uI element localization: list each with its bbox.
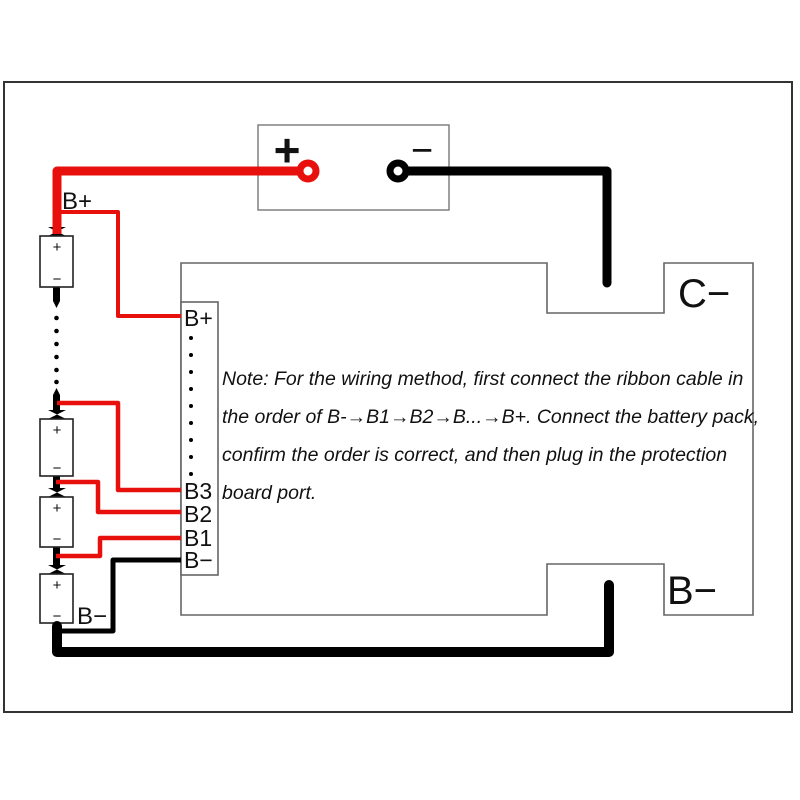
wire-b3-sense (57, 400, 181, 493)
battery-bplus-label: B+ (62, 188, 92, 215)
cell1-plus-sign: + (53, 239, 62, 256)
cell1-minus-sign: − (53, 271, 62, 288)
wiring (52, 166, 614, 657)
pin-b3-label: B3 (184, 478, 212, 504)
battery-bminus-label: B− (77, 603, 107, 630)
pin-b1-label: B1 (184, 525, 212, 551)
cell3-plus-sign: + (53, 500, 62, 517)
cell2-minus-sign: − (53, 460, 62, 477)
note-line-4: board port. (222, 482, 316, 504)
connector-pin-labels: B+ B3 B2 B1 B− (184, 305, 213, 573)
wire-battery-positive-thick (52, 166, 300, 234)
cell4-minus-sign: − (53, 608, 62, 625)
pin-b2-label: B2 (184, 501, 212, 527)
cell1-bottom-stub (53, 287, 60, 308)
battery-cell-3 (39, 496, 74, 548)
wire-cminus-thick (401, 166, 612, 288)
battery-cell-2 (39, 418, 74, 477)
cell2-top-terminal (48, 410, 66, 419)
pad-cminus-label: C− (678, 272, 730, 316)
battery-stack: + − + − + − + − (39, 227, 74, 632)
pin-bminus-label: B− (184, 547, 213, 573)
note-line-2: the order of B-→B1→B2→B...→B+. Connect t… (222, 406, 759, 428)
cell3-minus-sign: − (53, 531, 62, 548)
connector-ellipsis-dots (189, 336, 193, 476)
note-text: Note: For the wiring method, first conne… (222, 368, 759, 504)
power-minus-terminal (386, 159, 410, 183)
note-line-1: Note: For the wiring method, first conne… (222, 368, 743, 390)
power-minus-symbol: − (411, 130, 433, 172)
protection-board-outline (180, 262, 754, 616)
pin-bplus-label: B+ (184, 305, 213, 331)
pad-bminus-label: B− (667, 569, 717, 613)
cell3-top-terminal (48, 488, 66, 497)
outer-frame (3, 81, 793, 713)
wire-bminus-sense (57, 557, 181, 634)
power-plus-terminal (296, 159, 320, 183)
cell4-plus-sign: + (53, 577, 62, 594)
cell4-top-terminal (48, 565, 66, 574)
ribbon-connector-strip (180, 301, 219, 576)
wire-bplus-sense (59, 210, 181, 318)
battery-cell-1 (39, 235, 74, 288)
battery-ellipsis-dots (54, 315, 59, 385)
wire-b1-sense (56, 535, 181, 559)
wire-battery-negative-thick (52, 580, 614, 657)
note-line-3: confirm the order is correct, and then p… (222, 444, 727, 466)
cell2-plus-sign: + (53, 422, 62, 439)
power-plus-symbol: + (274, 124, 301, 176)
cell2-top-stub (53, 388, 60, 411)
wire-b2-sense (56, 479, 181, 515)
